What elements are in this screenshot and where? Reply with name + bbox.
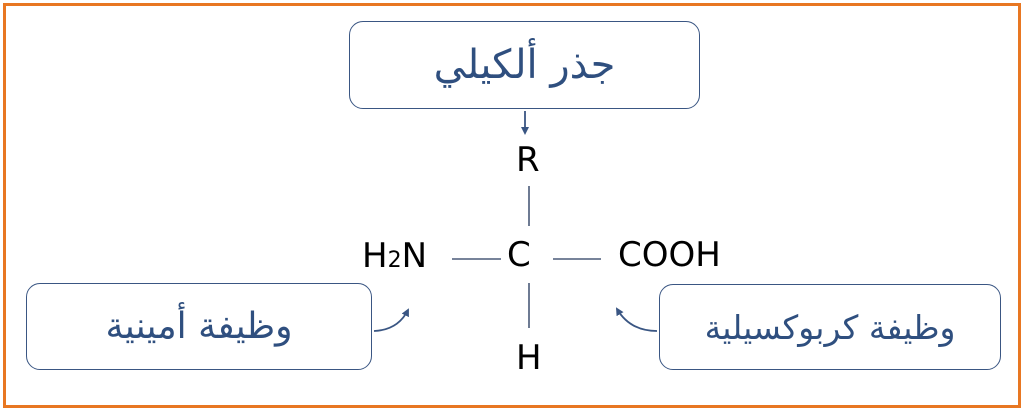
atom-h: H [516, 338, 542, 378]
amine-subscript: 2 [387, 248, 402, 273]
alkyl-group-label: جذر ألكيلي [349, 21, 700, 109]
arrow-carboxyl [615, 307, 658, 332]
atom-r: R [516, 140, 540, 180]
carboxyl-group-label: وظيفة كربوكسيلية [659, 284, 1001, 370]
amine-h: H [362, 236, 388, 276]
atom-c: C [507, 235, 531, 275]
alkyl-group-text: جذر ألكيلي [433, 42, 616, 88]
amine-group-text: وظيفة أمينية [105, 306, 293, 347]
amine-formula: H2N [362, 239, 427, 273]
carboxyl-formula: COOH [618, 235, 721, 275]
amine-group-label: وظيفة أمينية [26, 283, 372, 370]
carboxyl-group-text: وظيفة كربوكسيلية [704, 307, 956, 347]
arrow-amine [373, 308, 409, 332]
amine-n: N [401, 236, 428, 276]
